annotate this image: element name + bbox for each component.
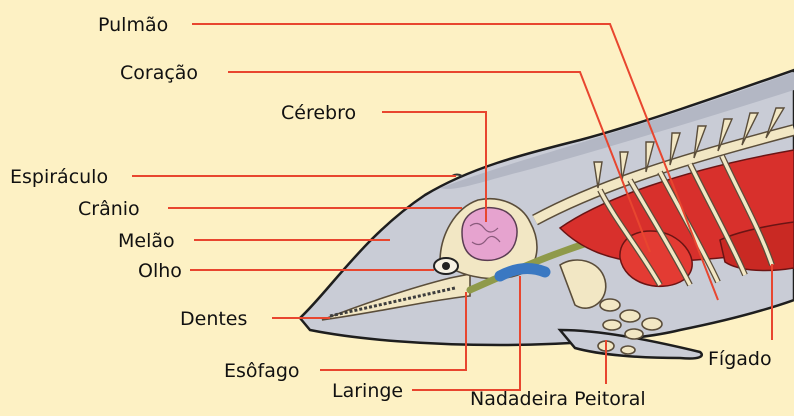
label-cerebro: Cérebro [281,102,356,124]
eye-pupil [442,262,450,270]
label-pulmao: Pulmão [98,14,168,36]
label-cranio: Crânio [78,198,140,220]
label-esofago: Esôfago [224,360,300,382]
label-coracao: Coração [120,62,198,84]
label-figado: Fígado [708,348,772,370]
label-laringe: Laringe [332,380,403,402]
label-melao: Melão [118,230,175,252]
label-espiraculo: Espiráculo [10,166,108,188]
brain [462,208,517,261]
label-nadadeira-peitoral: Nadadeira Peitoral [470,388,646,410]
label-olho: Olho [138,260,182,282]
label-dentes: Dentes [180,308,247,330]
